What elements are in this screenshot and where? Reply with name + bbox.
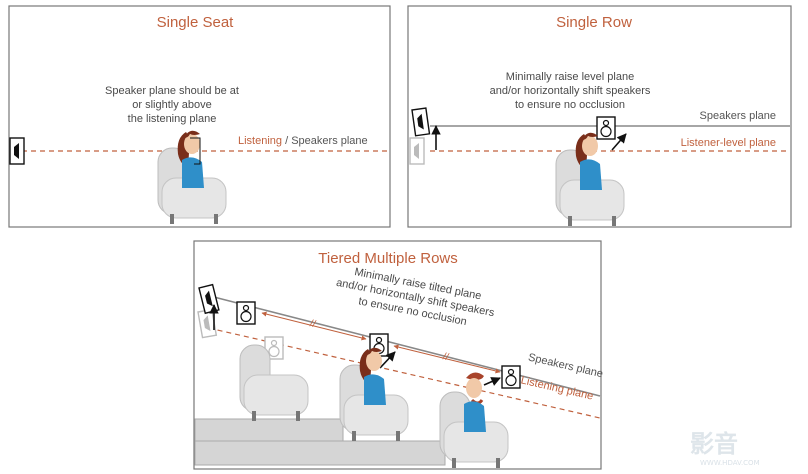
watermark: 影音 WWW.HDAV.COM bbox=[690, 430, 760, 467]
panel-title: Tiered Multiple Rows bbox=[318, 250, 458, 267]
shift-arrow-middle-icon bbox=[379, 351, 396, 369]
listener-plane-label: Listener-level plane bbox=[681, 137, 776, 149]
watermark-main: 影音 bbox=[690, 430, 738, 458]
speaker-row-back-icon bbox=[501, 365, 521, 389]
front-speaker-icon bbox=[596, 116, 616, 140]
wall-speaker-icon bbox=[9, 137, 25, 165]
speaker-row-front-icon bbox=[236, 301, 256, 325]
listening-label: Listening bbox=[238, 135, 282, 147]
tier-2 bbox=[194, 440, 446, 466]
note-line-1: Speaker plane should be at bbox=[105, 85, 239, 97]
panel-title: Single Row bbox=[556, 14, 632, 31]
plane-label: Listening / Speakers plane bbox=[238, 135, 368, 147]
spacing-arrow-2 bbox=[393, 344, 501, 374]
note-line-3: to ensure no occlusion bbox=[515, 99, 625, 111]
panel-title: Single Seat bbox=[157, 14, 235, 31]
tier-1 bbox=[194, 418, 344, 442]
original-speaker-ghost-icon bbox=[409, 137, 425, 165]
note-line-2: and/or horizontally shift speakers bbox=[490, 85, 651, 97]
speakers-label: Speakers plane bbox=[291, 135, 367, 147]
shift-arrow-icon bbox=[611, 133, 627, 151]
equal-tick-1: // bbox=[309, 318, 317, 330]
shift-arrow-back-icon bbox=[483, 377, 501, 386]
spacing-arrow-1 bbox=[261, 311, 367, 341]
raised-wall-speaker-icon bbox=[411, 107, 431, 137]
panel-tiered-rows: Tiered Multiple Rows Minimally raise til… bbox=[193, 240, 604, 470]
watermark-sub: WWW.HDAV.COM bbox=[700, 459, 760, 467]
speakers-plane-label: Speakers plane bbox=[700, 110, 776, 122]
ear-bracket-icon bbox=[190, 137, 201, 165]
note-line-3: the listening plane bbox=[128, 113, 217, 125]
note-line-1: Minimally raise level plane bbox=[506, 71, 634, 83]
panel-single-row: Single Row Minimally raise level plane a… bbox=[407, 5, 792, 228]
note-line-2: or slightly above bbox=[132, 99, 212, 111]
equal-tick-2: // bbox=[442, 351, 450, 363]
label-separator: / bbox=[282, 135, 291, 147]
listening-plane-line bbox=[199, 325, 601, 419]
panel-single-seat: Single Seat Speaker plane should be at o… bbox=[8, 5, 391, 228]
